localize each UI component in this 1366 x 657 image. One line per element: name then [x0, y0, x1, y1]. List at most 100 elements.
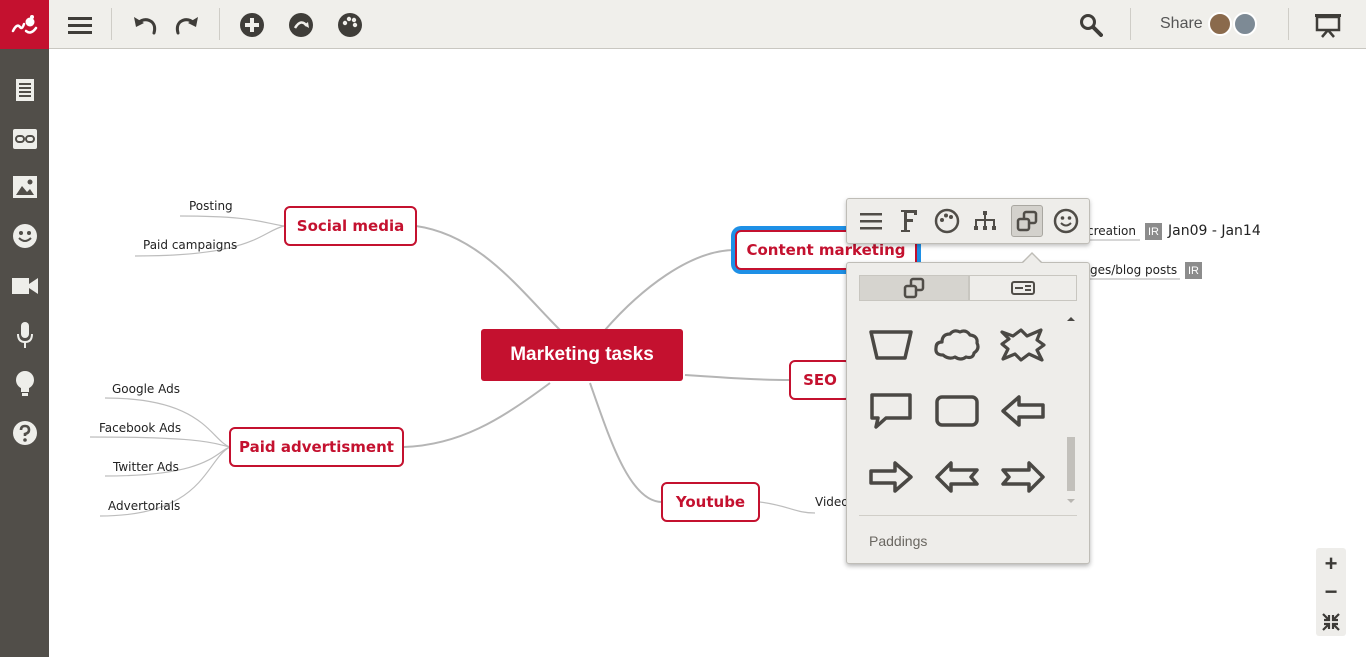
palette-icon	[934, 208, 960, 234]
redo-icon	[175, 17, 198, 35]
speech-bubble-shape-icon	[870, 393, 912, 429]
shape-list-scrollbar[interactable]	[1065, 315, 1077, 505]
help-icon	[12, 420, 37, 445]
app-logo-icon	[11, 14, 37, 34]
scroll-thumb[interactable]	[1067, 437, 1075, 491]
node-youtube[interactable]: Youtube	[661, 482, 760, 522]
toolbar-divider	[111, 8, 112, 40]
assignee-badge[interactable]: IR	[1185, 262, 1202, 279]
shape-notched-arrow-right[interactable]	[997, 453, 1049, 501]
icon-button[interactable]	[1050, 205, 1082, 237]
style-button[interactable]	[333, 8, 367, 42]
leaf-posting[interactable]: Posting	[189, 199, 233, 213]
share-button[interactable]: Share	[1160, 15, 1203, 32]
shape-trapezoid[interactable]	[865, 321, 917, 369]
outline-button[interactable]	[8, 73, 41, 106]
presentation-icon	[1315, 14, 1341, 38]
shape-arrow-left[interactable]	[997, 387, 1049, 435]
leaf-blog-posts[interactable]: ges/blog posts	[1090, 263, 1178, 277]
shape-cloud[interactable]	[931, 321, 983, 369]
node-social-media[interactable]: Social media	[284, 206, 417, 246]
arrow-left-shape-icon	[1001, 395, 1045, 427]
cloud-shape-icon	[934, 329, 980, 361]
notched-arrow-left-shape-icon	[935, 461, 979, 493]
menu-button[interactable]	[63, 8, 97, 42]
font-icon	[901, 210, 917, 232]
root-node[interactable]: Marketing tasks	[481, 329, 683, 381]
leaf-google-ads[interactable]: Google Ads	[112, 382, 180, 396]
scroll-up-icon	[1067, 317, 1075, 321]
link-icon	[12, 128, 37, 149]
task-date-range[interactable]: Jan09 - Jan14	[1168, 223, 1261, 239]
toolbar-divider	[1288, 8, 1289, 40]
plus-circle-icon	[240, 13, 264, 37]
top-toolbar: Share	[0, 0, 1366, 49]
hamburger-icon	[860, 213, 882, 230]
leaf-content-creation[interactable]: creation	[1087, 224, 1136, 238]
node-color-button[interactable]	[931, 205, 963, 237]
help-button[interactable]	[8, 416, 41, 449]
relationship-button[interactable]	[284, 8, 318, 42]
lightbulb-icon	[15, 370, 34, 396]
leaf-advertorials[interactable]: Advertorials	[108, 499, 181, 513]
undo-button[interactable]	[128, 8, 162, 42]
arrow-right-shape-icon	[869, 461, 913, 493]
emoji-button[interactable]	[8, 219, 41, 252]
idea-button[interactable]	[8, 367, 41, 400]
avatar[interactable]	[1233, 12, 1257, 36]
smiley-icon	[1053, 208, 1079, 234]
image-button[interactable]	[8, 170, 41, 203]
shape-button[interactable]	[1011, 205, 1043, 237]
audio-button[interactable]	[8, 318, 41, 351]
shape-explosion[interactable]	[997, 321, 1049, 369]
node-seo[interactable]: SEO	[789, 360, 851, 400]
tab-node-shape[interactable]	[859, 275, 969, 301]
trapezoid-shape-icon	[869, 330, 913, 360]
image-icon	[12, 175, 37, 198]
tab-connector-style[interactable]	[969, 275, 1077, 301]
fit-to-screen-button[interactable]	[1316, 608, 1346, 636]
zoom-controls: + −	[1316, 548, 1346, 636]
zoom-out-button[interactable]: −	[1324, 579, 1338, 604]
link-button[interactable]	[8, 122, 41, 155]
shape-notched-arrow-left[interactable]	[931, 453, 983, 501]
video-camera-icon	[11, 277, 38, 294]
shapes-icon	[903, 277, 925, 299]
add-node-button[interactable]	[235, 8, 269, 42]
toolbar-divider	[219, 8, 220, 40]
collapse-arrows-icon	[1322, 613, 1340, 631]
font-button[interactable]	[893, 205, 925, 237]
paddings-section[interactable]: Paddings	[869, 533, 928, 549]
rounded-rectangle-shape-icon	[935, 395, 979, 427]
hamburger-icon	[68, 17, 92, 34]
connector-style-icon	[1011, 281, 1035, 295]
search-button[interactable]	[1074, 8, 1108, 42]
zoom-in-button[interactable]: +	[1324, 551, 1338, 576]
palette-icon	[338, 13, 362, 37]
node-paid-advertisment[interactable]: Paid advertisment	[229, 427, 404, 467]
leaf-twitter-ads[interactable]: Twitter Ads	[113, 460, 179, 474]
avatar[interactable]	[1208, 12, 1232, 36]
video-button[interactable]	[8, 269, 41, 302]
shape-panel: Paddings	[846, 254, 1090, 564]
presentation-button[interactable]	[1311, 8, 1345, 42]
leaf-facebook-ads[interactable]: Facebook Ads	[99, 421, 182, 435]
shape-arrow-right[interactable]	[865, 453, 917, 501]
layout-button[interactable]	[969, 205, 1001, 237]
shape-rounded-rectangle[interactable]	[931, 387, 983, 435]
app-logo[interactable]	[0, 0, 49, 49]
leaf-paid-campaigns[interactable]: Paid campaigns	[143, 238, 238, 252]
explosion-shape-icon	[1000, 328, 1046, 362]
leaf-video[interactable]: Video	[815, 495, 849, 509]
connection-icon	[289, 13, 313, 37]
redo-button[interactable]	[170, 8, 204, 42]
shape-speech-bubble[interactable]	[865, 387, 917, 435]
shapes-icon	[1016, 210, 1038, 232]
node-format-toolbar	[846, 198, 1090, 244]
panel-caret-fill	[1023, 254, 1041, 263]
scroll-down-icon	[1067, 499, 1075, 503]
node-notes-button[interactable]	[855, 205, 887, 237]
assignee-badge[interactable]: IR	[1145, 223, 1162, 240]
panel-divider	[859, 515, 1077, 516]
